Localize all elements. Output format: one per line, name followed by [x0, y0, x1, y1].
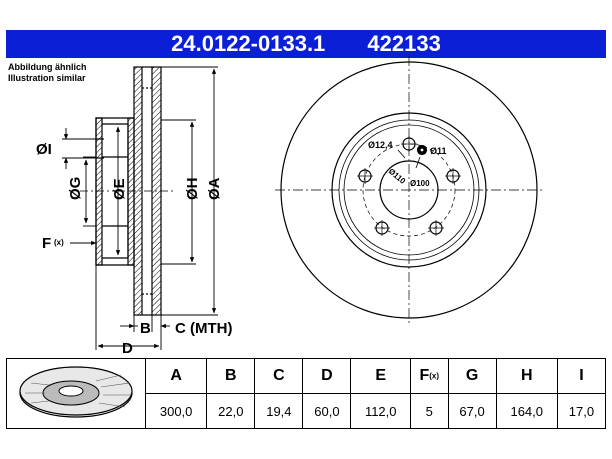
value-g: 67,0: [447, 393, 497, 429]
dim-label-d: D: [122, 340, 133, 357]
col-header-f: F(x): [409, 358, 449, 394]
col-header-d: D: [302, 358, 352, 394]
col-header-b: B: [206, 358, 256, 394]
hole-small-label: Ø11: [430, 146, 447, 156]
value-f: 5: [409, 393, 449, 429]
hole-large-label: Ø12,4: [368, 140, 393, 150]
col-header-f-letter: F: [419, 367, 430, 384]
value-a: 300,0: [144, 393, 208, 429]
side-dimensions: [62, 66, 218, 350]
col-header-f-sub: (x): [429, 371, 440, 381]
pcd-110-label: Ø110: [387, 167, 408, 187]
title-bar: 24.0122-0133.1 422133: [6, 30, 606, 58]
col-header-i: I: [556, 358, 607, 394]
value-e: 112,0: [350, 393, 411, 429]
col-header-g: G: [447, 358, 497, 394]
dim-label-i: ØI: [36, 141, 52, 158]
front-view: [275, 56, 543, 324]
side-section-view: [80, 66, 175, 316]
part-number: 24.0122-0133.1: [171, 31, 326, 56]
col-header-c: C: [254, 358, 304, 394]
dim-label-f: F: [42, 235, 51, 252]
side-labels: ØI ØG ØE ØH ØA F (x) B C (MTH) D: [36, 141, 232, 357]
hat-flange: [95, 117, 103, 266]
dim-label-h: ØH: [184, 178, 201, 201]
brake-disc-icon: [19, 366, 133, 418]
disc-thumbnail: [6, 358, 146, 429]
dim-label-c: C (MTH): [175, 320, 232, 337]
dim-label-a: ØA: [206, 177, 223, 200]
note-line-en: Illustration similar: [8, 73, 86, 83]
spec-header-row: A B C D E F(x) G H I: [6, 358, 607, 429]
value-b: 22,0: [206, 393, 256, 429]
pcd-100-label: Ø100: [410, 179, 430, 188]
col-header-h: H: [495, 358, 558, 394]
illustration-note: Abbildung ähnlich Illustration similar: [8, 62, 87, 84]
front-labels: Ø12,4 Ø11 Ø110 Ø100: [368, 140, 447, 188]
reference-code: 422133: [367, 31, 441, 56]
value-h: 164,0: [495, 393, 558, 429]
dim-label-b: B: [140, 320, 151, 337]
value-c: 19,4: [254, 393, 304, 429]
dim-label-g: ØG: [67, 177, 84, 200]
note-line-de: Abbildung ähnlich: [8, 62, 87, 72]
col-header-a: A: [144, 358, 208, 394]
spec-value-row: 300,0 22,0 19,4 60,0 112,0 5 67,0 164,0 …: [7, 393, 607, 429]
col-header-e: E: [350, 358, 411, 394]
value-d: 60,0: [302, 393, 352, 429]
dim-label-e: ØE: [111, 178, 128, 200]
value-i: 17,0: [556, 393, 607, 429]
dim-label-f-sub: (x): [54, 238, 64, 247]
spec-table: A B C D E F(x) G H I 300,0 22,0 19,4 60,…: [6, 358, 607, 429]
hat-wall: [127, 117, 135, 266]
